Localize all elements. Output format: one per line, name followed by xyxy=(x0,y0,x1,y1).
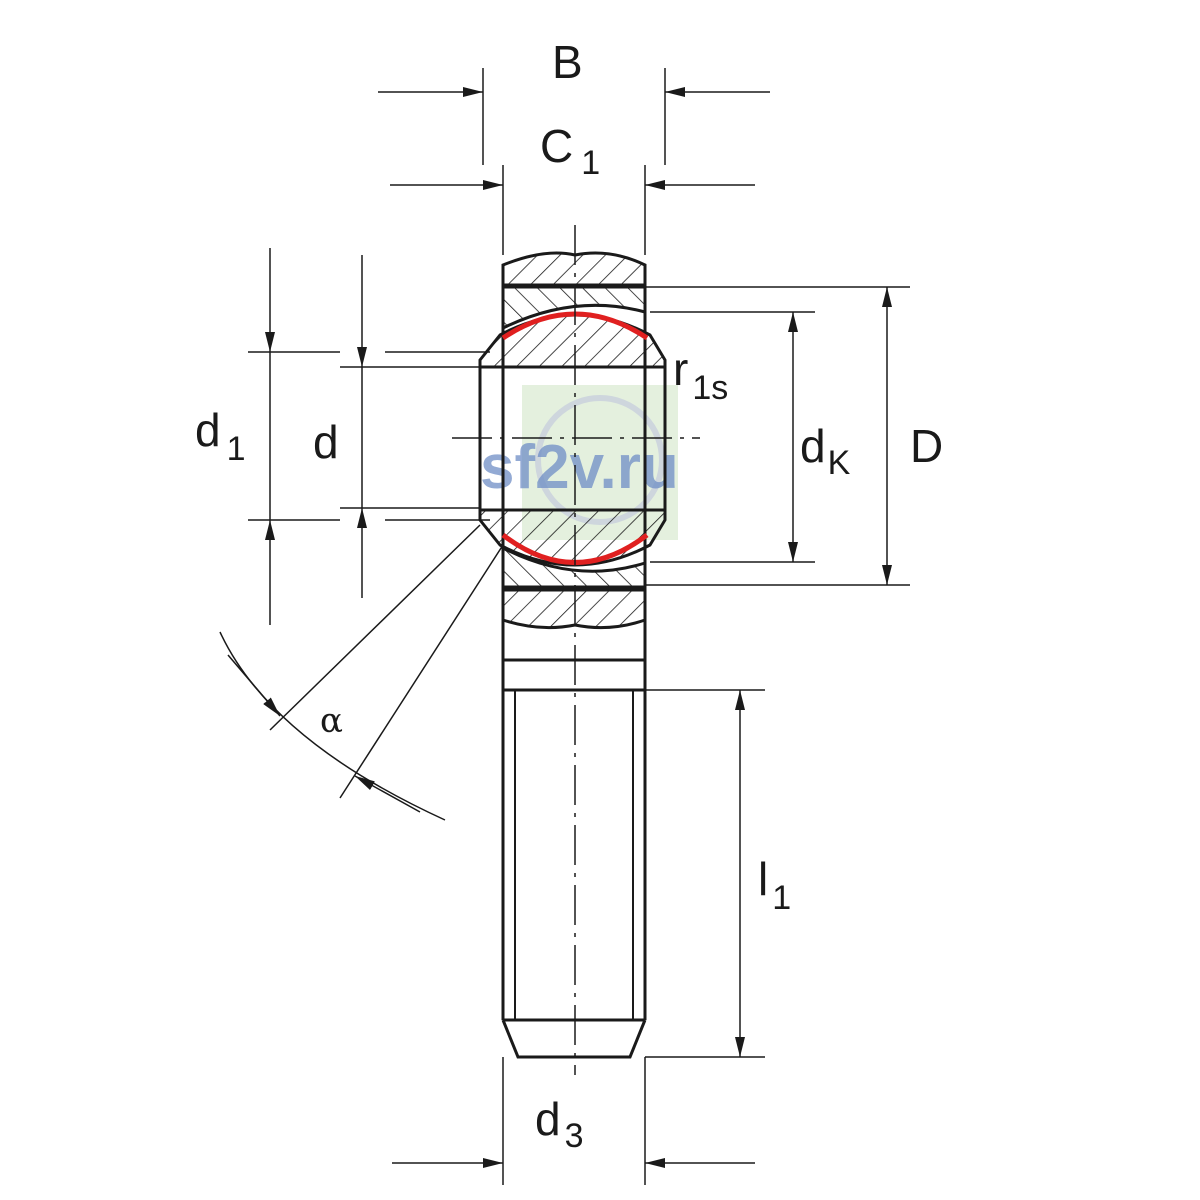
label-dK-main: d xyxy=(800,420,826,472)
label-d1-main: d xyxy=(195,404,221,456)
label-alpha: α xyxy=(320,701,343,741)
dimension-lines xyxy=(219,87,892,1168)
label-d3-main: d xyxy=(535,1093,561,1145)
label-r1s-sub: 1s xyxy=(692,369,728,407)
label-D: D xyxy=(910,420,943,472)
label-B: B xyxy=(552,36,583,88)
label-dK-sub: K xyxy=(828,444,851,482)
label-dK: dK xyxy=(800,420,851,482)
label-d3-sub: 3 xyxy=(565,1117,584,1155)
label-l1-sub: 1 xyxy=(772,879,791,917)
outer-ring-bottom xyxy=(501,545,647,589)
outer-ring-top xyxy=(501,285,647,331)
label-d1-sub: 1 xyxy=(227,430,246,468)
label-C1-main: C xyxy=(540,120,573,172)
housing-bottom-section xyxy=(501,588,647,630)
extension-lines xyxy=(248,68,910,1185)
dim-alpha-arc xyxy=(219,631,446,821)
housing-top-section xyxy=(501,251,647,287)
dim-alpha-arrow-2 xyxy=(354,775,421,813)
label-C1-sub: 1 xyxy=(581,144,600,182)
centre-lines xyxy=(452,225,700,1075)
outer-ring xyxy=(501,285,647,589)
label-d: d xyxy=(313,416,339,468)
label-l1-main: l xyxy=(758,853,768,905)
dim-alpha-arrow-1 xyxy=(227,654,281,717)
shank-chamfer-end xyxy=(501,1019,647,1059)
threaded-shank xyxy=(501,660,647,1059)
watermark-text: sf2v.ru xyxy=(480,433,679,502)
label-r1s-main: r xyxy=(673,343,688,395)
